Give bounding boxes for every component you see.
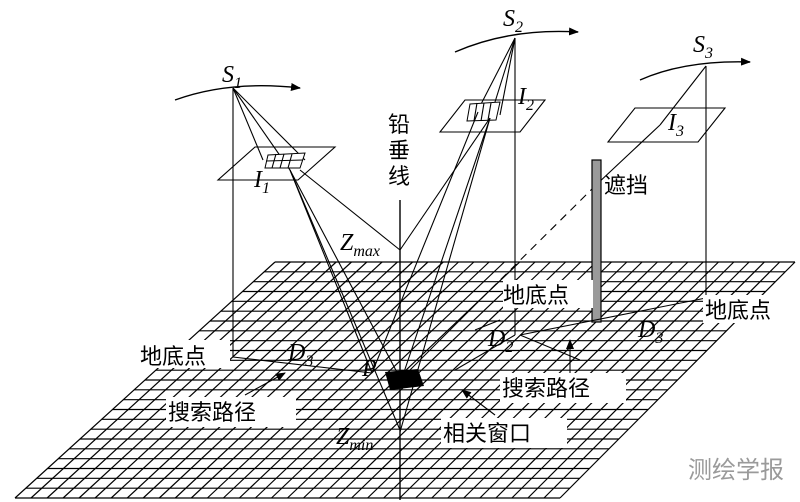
- flight-path-s1: [174, 83, 301, 101]
- plumb-line-char: 线: [388, 165, 410, 190]
- image-patch-i1: [264, 152, 306, 169]
- camera-s1: [174, 83, 337, 357]
- label-d3-right: D3: [637, 317, 663, 347]
- arrow-search-left: [244, 372, 286, 396]
- grid-line: [174, 261, 429, 499]
- grid-line: [142, 261, 398, 499]
- plumb-line-char: 铅: [388, 113, 410, 138]
- label-s2: S2: [503, 6, 523, 36]
- label-occlusion: 遮挡: [604, 174, 648, 199]
- image-patch-i2: [466, 101, 501, 122]
- grid-line: [78, 261, 337, 499]
- grid-line: [30, 261, 291, 499]
- label-d3-left: D3: [287, 340, 313, 370]
- plumb-line-char: 垂: [388, 139, 410, 164]
- image-plane-i1: [216, 146, 337, 181]
- search-path-d2: [454, 334, 516, 371]
- image-plane-i2: [438, 99, 547, 133]
- grid-line: [126, 261, 383, 499]
- arrow-nadir-mid: [474, 319, 501, 331]
- search-path-d3-right: [519, 297, 707, 336]
- label-s3: S3: [693, 32, 713, 62]
- label-search-path-left: 搜索路径: [168, 401, 256, 426]
- label-correlation-window: 相关窗口: [443, 422, 531, 447]
- label-plumb-line: 铅垂线: [388, 113, 410, 190]
- grid-line: [254, 261, 505, 499]
- grid-line: [222, 261, 475, 499]
- label-z-max: Zmax: [340, 230, 380, 260]
- grid-line: [94, 261, 352, 499]
- correlation-window-patch: [385, 369, 424, 390]
- label-nadir-left: 地底点: [140, 345, 206, 370]
- grid-line: [206, 261, 459, 499]
- label-i2: I2: [517, 84, 534, 114]
- grid-line: [62, 261, 322, 499]
- watermark: 测绘学报: [688, 456, 784, 484]
- flight-path-s2: [454, 27, 579, 53]
- label-i1: I1: [253, 167, 270, 197]
- label-search-path-right: 搜索路径: [502, 377, 590, 402]
- arrow-window: [461, 389, 496, 416]
- label-nadir-mid: 地底点: [503, 284, 569, 309]
- grid-line: [158, 261, 414, 499]
- label-i3: I3: [667, 110, 684, 140]
- grid-line: [14, 261, 276, 499]
- camera-s3: [606, 57, 751, 298]
- grid-line: [238, 261, 490, 499]
- grid-line: [110, 261, 368, 499]
- label-nadir-right: 地底点: [705, 299, 771, 324]
- flight-path-s3: [639, 57, 751, 81]
- grid-line: [46, 261, 307, 499]
- label-z-min: Zmin: [336, 424, 373, 454]
- label-p: P: [361, 356, 377, 382]
- image-plane-i3: [606, 107, 727, 143]
- label-s1: S1: [222, 62, 242, 92]
- search-path-d3-left: [232, 356, 373, 374]
- label-d2: D2: [487, 326, 513, 356]
- camera-s2: [438, 27, 579, 258]
- occluder-post: [591, 159, 602, 323]
